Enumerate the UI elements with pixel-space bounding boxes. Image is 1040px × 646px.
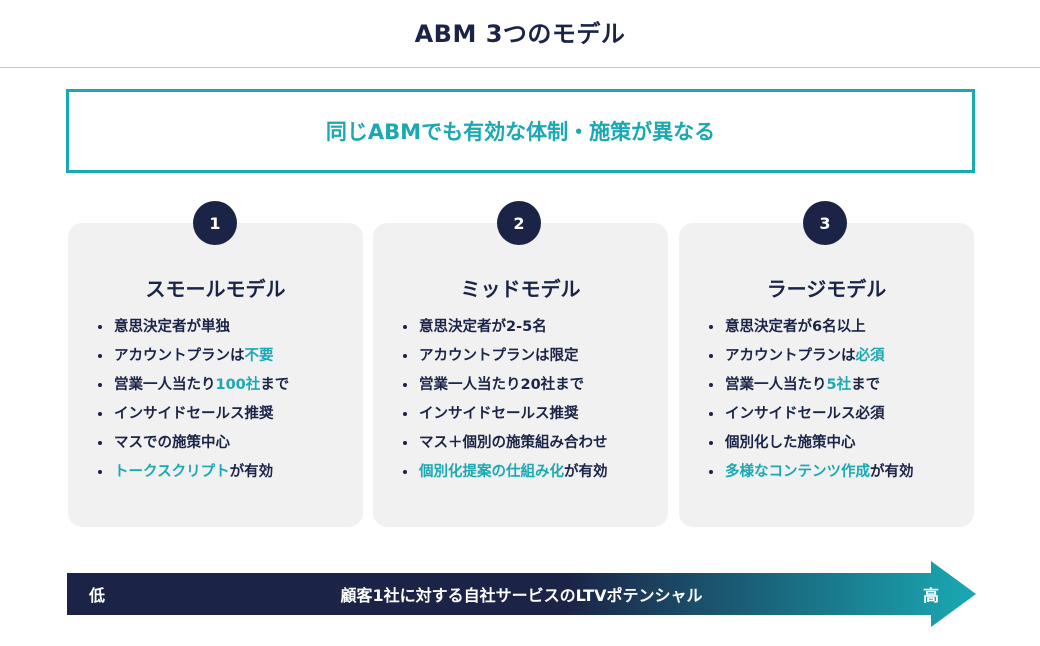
page-title: ABM 3つのモデル <box>414 20 626 48</box>
feature-text: まで <box>260 377 290 393</box>
highlight-text: トークスクリプト <box>114 464 230 480</box>
feature-item: 意思決定者が6名以上 <box>709 317 914 346</box>
feature-text: インサイドセールス推奨 <box>114 406 274 422</box>
highlight-text: 必須 <box>855 348 885 364</box>
highlight-text: 個別化提案の仕組み化 <box>419 464 564 480</box>
feature-text: 営業一人当たり <box>114 377 216 393</box>
headline-text: 同じABMでも有効な体制・施策が異なる <box>325 120 716 144</box>
feature-text: アカウントプランは限定 <box>419 348 579 364</box>
feature-item: インサイドセールス必須 <box>709 404 914 433</box>
model-number-badge-3: 3 <box>803 201 847 245</box>
feature-list: 意思決定者が2-5名アカウントプランは限定営業一人当たり20社までインサイドセー… <box>403 317 608 491</box>
highlight-text: 100社 <box>215 377 261 393</box>
highlight-text: 不要 <box>244 348 274 364</box>
feature-text: マス＋個別の施策組み合わせ <box>419 435 608 451</box>
feature-item: アカウントプランは不要 <box>98 346 289 375</box>
feature-item: 意思決定者が単独 <box>98 317 289 346</box>
feature-text: 営業一人当たり <box>725 377 827 393</box>
arrow-shape <box>67 561 976 627</box>
feature-text: アカウントプランは <box>725 348 856 364</box>
feature-text: 営業一人当たり20社まで <box>419 377 585 393</box>
feature-text: 意思決定者が単独 <box>114 319 230 335</box>
feature-text: アカウントプランは <box>114 348 245 364</box>
feature-text: が有効 <box>564 464 608 480</box>
feature-text: が有効 <box>229 464 274 480</box>
feature-text: 意思決定者が2-5名 <box>419 319 547 335</box>
feature-item: インサイドセールス推奨 <box>403 404 608 433</box>
model-card-small: スモールモデル 意思決定者が単独アカウントプランは不要営業一人当たり100社まで… <box>68 223 363 527</box>
arrow-high-label: 高 <box>923 586 940 605</box>
feature-list: 意思決定者が単独アカウントプランは不要営業一人当たり100社までインサイドセール… <box>98 317 289 491</box>
feature-item: アカウントプランは限定 <box>403 346 608 375</box>
feature-text: 個別化した施策中心 <box>725 435 856 451</box>
feature-text: まで <box>851 377 881 393</box>
feature-text: が有効 <box>870 464 914 480</box>
model-number-badge-1: 1 <box>193 201 237 245</box>
model-title: ミッドモデル <box>460 277 581 301</box>
feature-item: マス＋個別の施策組み合わせ <box>403 433 608 462</box>
feature-text: インサイドセールス推奨 <box>419 406 579 422</box>
arrow-axis-label: 顧客1社に対する自社サービスのLTVポテンシャル <box>340 586 703 605</box>
feature-item: 営業一人当たり100社まで <box>98 375 289 404</box>
highlight-text: 多様なコンテンツ作成 <box>725 464 870 480</box>
feature-item: 意思決定者が2-5名 <box>403 317 608 346</box>
feature-item: トークスクリプトが有効 <box>98 462 289 491</box>
arrow-low-label: 低 <box>89 586 106 605</box>
feature-item: マスでの施策中心 <box>98 433 289 462</box>
feature-item: 営業一人当たり5社まで <box>709 375 914 404</box>
headline-banner: 同じABMでも有効な体制・施策が異なる <box>66 89 975 173</box>
feature-text: インサイドセールス必須 <box>725 406 885 422</box>
ltv-potential-arrow: 低 顧客1社に対する自社サービスのLTVポテンシャル 高 <box>67 561 976 627</box>
feature-item: インサイドセールス推奨 <box>98 404 289 433</box>
model-title: スモールモデル <box>145 277 286 301</box>
feature-item: 営業一人当たり20社まで <box>403 375 608 404</box>
feature-item: 多様なコンテンツ作成が有効 <box>709 462 914 491</box>
feature-list: 意思決定者が6名以上アカウントプランは必須営業一人当たり5社までインサイドセール… <box>709 317 914 491</box>
model-card-large: ラージモデル 意思決定者が6名以上アカウントプランは必須営業一人当たり5社までイ… <box>679 223 974 527</box>
model-title: ラージモデル <box>766 277 887 301</box>
highlight-text: 5社 <box>826 377 852 393</box>
model-number-badge-2: 2 <box>497 201 541 245</box>
feature-text: マスでの施策中心 <box>114 435 230 451</box>
feature-item: アカウントプランは必須 <box>709 346 914 375</box>
feature-item: 個別化した施策中心 <box>709 433 914 462</box>
feature-item: 個別化提案の仕組み化が有効 <box>403 462 608 491</box>
feature-text: 意思決定者が6名以上 <box>725 319 866 335</box>
title-divider <box>0 67 1040 68</box>
model-card-mid: ミッドモデル 意思決定者が2-5名アカウントプランは限定営業一人当たり20社まで… <box>373 223 668 527</box>
